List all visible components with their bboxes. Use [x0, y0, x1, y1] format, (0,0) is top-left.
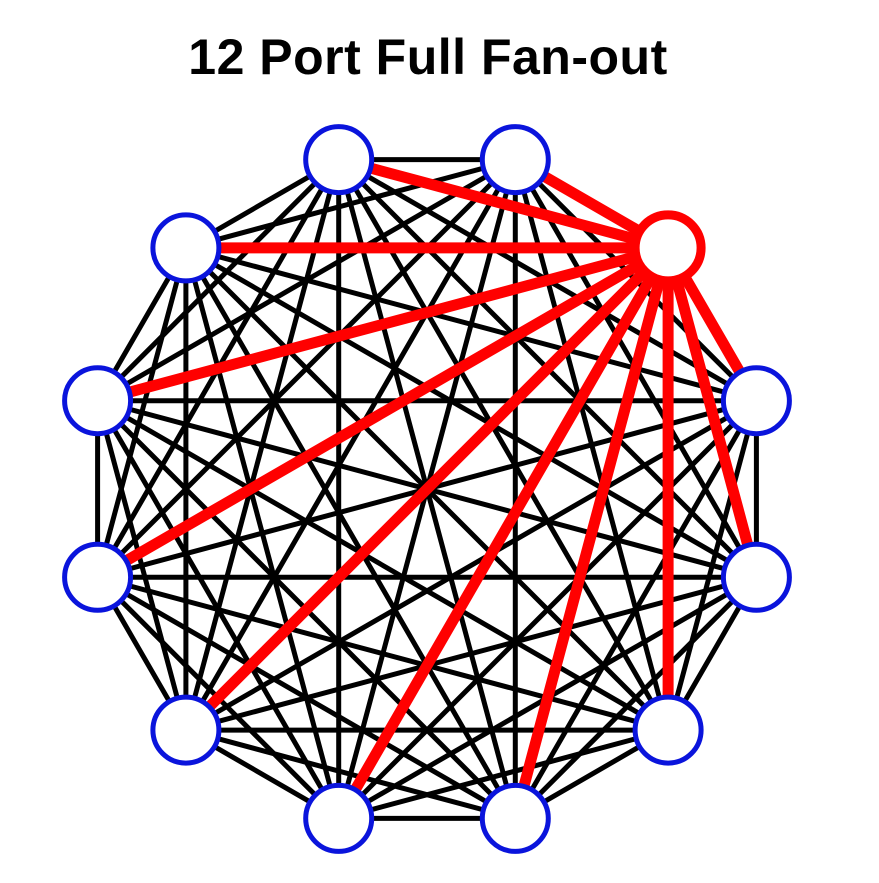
edge-1-8	[183, 157, 518, 733]
edge-5-9	[95, 574, 671, 733]
highlight-edge-2-7	[333, 242, 674, 824]
port-node-9	[62, 541, 134, 613]
edge-6-8	[183, 727, 518, 821]
highlight-edge-0-2	[333, 154, 674, 254]
edge-1-11	[183, 157, 518, 251]
edge-4-11	[183, 245, 759, 580]
port-node-3	[720, 365, 792, 437]
port-node-10	[62, 365, 134, 437]
highlight-edge-2-10	[92, 242, 674, 407]
edge-4-8	[183, 574, 759, 733]
edge-9-11	[95, 245, 189, 580]
port-node-1	[479, 124, 551, 196]
port-node-5	[632, 694, 704, 766]
edge-0-5	[336, 157, 671, 733]
edge-3-11	[183, 245, 759, 404]
edge-7-11	[183, 245, 342, 821]
diagram-title: 12 Port Full Fan-out	[188, 29, 668, 85]
highlight-edge-2-9	[92, 242, 674, 583]
highlight-edge-2-4	[662, 242, 762, 583]
edge-7-10	[95, 398, 342, 821]
highlight-edge-2-6	[509, 242, 674, 824]
port-node-4	[720, 541, 792, 613]
node-layer	[62, 124, 792, 854]
edge-5-7	[336, 727, 671, 821]
port-node-highlighted	[630, 210, 706, 286]
port-node-11	[150, 212, 222, 284]
edge-6-11	[183, 245, 518, 821]
highlight-edge-2-8	[180, 242, 674, 736]
port-node-8	[150, 694, 222, 766]
port-node-7	[303, 782, 375, 854]
edge-3-8	[183, 398, 759, 733]
port-node-6	[479, 782, 551, 854]
edge-5-10	[95, 398, 671, 733]
port-node-0	[303, 124, 375, 196]
edge-8-10	[95, 398, 189, 733]
